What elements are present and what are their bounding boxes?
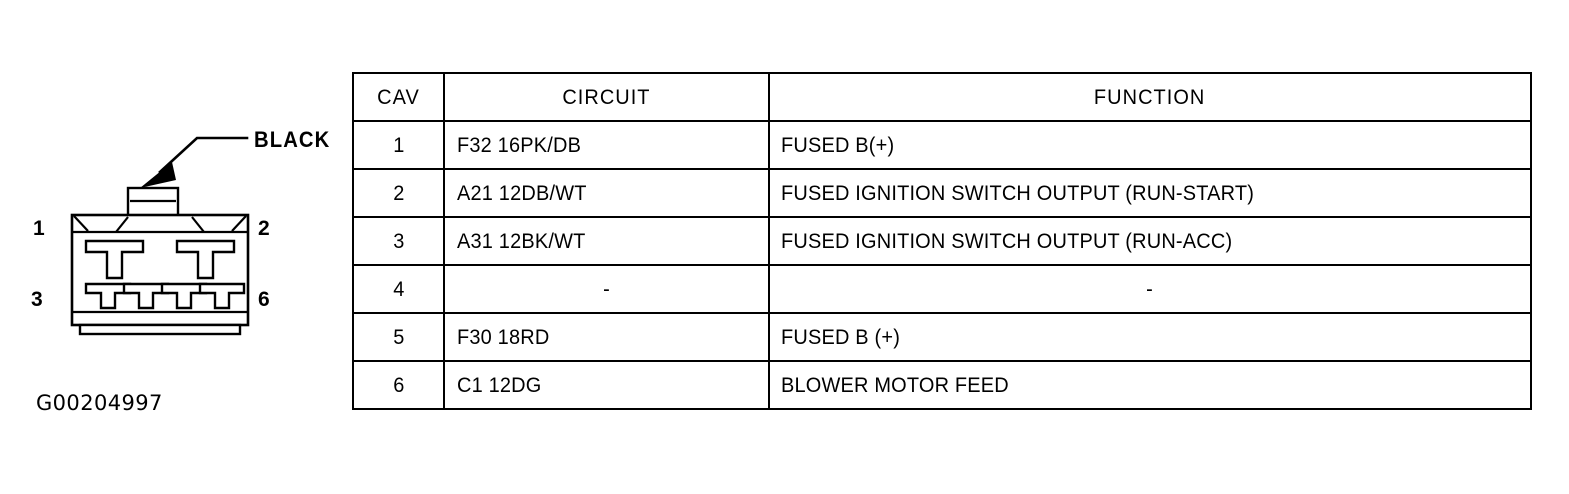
cell-cav-text: 6 <box>392 373 405 397</box>
column-header-cav-label: CAV <box>377 85 420 109</box>
cell-circuit: C1 12DG <box>443 360 770 410</box>
cell-circuit: A31 12BK/WT <box>443 216 770 266</box>
table-row: 4 - - <box>352 264 1532 314</box>
column-header-circuit-label: CIRCUIT <box>562 85 651 109</box>
pin-number-1: 1 <box>33 217 45 240</box>
cell-cav: 6 <box>352 360 445 410</box>
cell-cav-text: 1 <box>392 133 405 157</box>
cell-circuit-text: A21 12DB/WT <box>457 181 587 205</box>
cell-circuit-text: F32 16PK/DB <box>457 133 582 157</box>
table-row: 5 F30 18RD FUSED B (+) <box>352 312 1532 362</box>
table-row: 3 A31 12BK/WT FUSED IGNITION SWITCH OUTP… <box>352 216 1532 266</box>
cell-function: BLOWER MOTOR FEED <box>768 360 1532 410</box>
table-header-row: CAV CIRCUIT FUNCTION <box>352 72 1532 122</box>
connector-pinout-table: CAV CIRCUIT FUNCTION 1 F32 16PK/DB FUSED… <box>352 72 1532 410</box>
cell-function: FUSED B (+) <box>768 312 1532 362</box>
cavity-2 <box>175 239 236 280</box>
column-header-function-label: FUNCTION <box>1094 85 1206 109</box>
cell-circuit: F30 18RD <box>443 312 770 362</box>
cell-cav: 1 <box>352 120 445 170</box>
connector-drawing <box>70 136 250 336</box>
cell-circuit-text: F30 18RD <box>457 325 550 349</box>
cell-cav-text: 3 <box>392 229 405 253</box>
cell-cav-text: 4 <box>392 277 405 301</box>
table-row: 1 F32 16PK/DB FUSED B(+) <box>352 120 1532 170</box>
cell-cav: 3 <box>352 216 445 266</box>
table-body: 1 F32 16PK/DB FUSED B(+) 2 A21 12DB/WT F… <box>352 120 1532 410</box>
cell-cav: 2 <box>352 168 445 218</box>
pin-number-2: 2 <box>258 217 270 240</box>
column-header-function: FUNCTION <box>768 72 1532 122</box>
cell-circuit: - <box>443 264 770 314</box>
figure-id-caption: G00204997 <box>36 391 163 415</box>
cell-cav-text: 5 <box>392 325 405 349</box>
pin-number-6: 6 <box>258 288 270 311</box>
cavity-upper-row <box>84 239 236 280</box>
connector-color-label: BLACK <box>254 127 331 152</box>
cell-function: FUSED IGNITION SWITCH OUTPUT (RUN-ACC) <box>768 216 1532 266</box>
table-row: 6 C1 12DG BLOWER MOTOR FEED <box>352 360 1532 410</box>
table-row: 2 A21 12DB/WT FUSED IGNITION SWITCH OUTP… <box>352 168 1532 218</box>
cell-circuit-text: A31 12BK/WT <box>457 229 586 253</box>
leader-arrowhead <box>140 162 176 188</box>
cell-function-text: FUSED IGNITION SWITCH OUTPUT (RUN-ACC) <box>781 229 1233 253</box>
cell-cav: 5 <box>352 312 445 362</box>
column-header-circuit: CIRCUIT <box>443 72 770 122</box>
cell-function: FUSED IGNITION SWITCH OUTPUT (RUN-START) <box>768 168 1532 218</box>
cell-function: FUSED B(+) <box>768 120 1532 170</box>
cell-function-text: - <box>1146 277 1154 301</box>
cavity-1 <box>84 239 145 280</box>
cell-function-text: FUSED B (+) <box>781 325 901 349</box>
cell-function-text: FUSED B(+) <box>781 133 895 157</box>
cell-circuit: F32 16PK/DB <box>443 120 770 170</box>
column-header-cav: CAV <box>352 72 445 122</box>
cell-circuit-text: C1 12DG <box>457 373 542 397</box>
cell-function: - <box>768 264 1532 314</box>
connector-figure <box>0 100 345 350</box>
cavity-6 <box>198 282 246 310</box>
leader-line <box>140 136 249 188</box>
cell-circuit-text: - <box>603 277 610 301</box>
pin-number-3: 3 <box>31 288 43 311</box>
connector-body <box>70 213 250 336</box>
cell-function-text: BLOWER MOTOR FEED <box>781 373 1009 397</box>
cell-cav: 4 <box>352 264 445 314</box>
cavity-lower-row <box>84 282 246 310</box>
cell-cav-text: 2 <box>392 181 405 205</box>
cell-function-text: FUSED IGNITION SWITCH OUTPUT (RUN-START) <box>781 181 1255 205</box>
cell-circuit: A21 12DB/WT <box>443 168 770 218</box>
